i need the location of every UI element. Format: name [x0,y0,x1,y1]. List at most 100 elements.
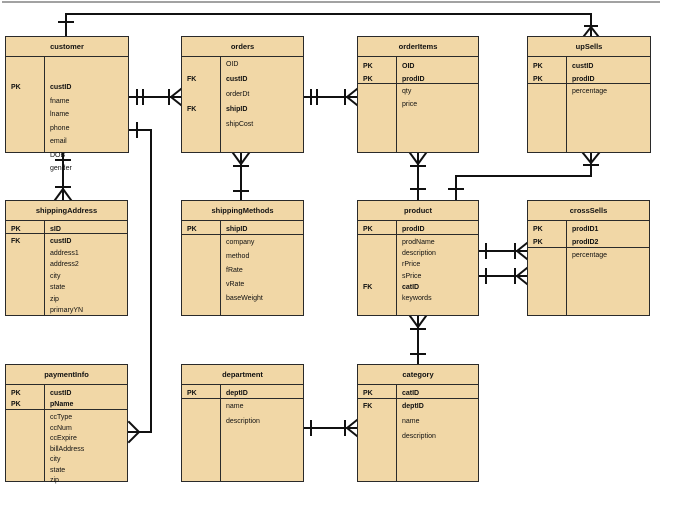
attribute: city [50,456,61,463]
attribute: state [50,284,66,291]
attribute: prodID [572,76,595,83]
attribute: name [402,418,420,425]
key-label: FK [187,76,197,83]
crowfoot [581,151,601,165]
crowfoot [53,187,73,202]
key-label: PK [11,226,21,233]
attribute: custID [50,238,72,245]
crowfoot [408,314,428,329]
attribute: catID [402,283,420,291]
key-section-divider [6,233,127,234]
attribute: prodID1 [572,226,599,233]
attribute: OID [402,63,415,70]
key-label: PK [11,400,21,408]
key-column-divider [396,220,397,315]
attribute: description [402,250,436,258]
key-label: FK [363,283,373,291]
attribute: fRate [226,267,243,274]
connector-upsells-product [455,152,592,201]
key-section-divider [528,247,649,248]
crowfoot [127,420,141,444]
attribute: sID [50,226,61,233]
entity-title: category [358,365,478,385]
key-label: PK [187,390,197,397]
crowfoot [408,151,428,166]
attribute: ccType [50,414,73,421]
key-column-divider [566,56,567,152]
key-section-divider [182,234,303,235]
crowfoot [345,87,359,107]
attribute: rPrice [402,261,421,269]
attribute: billAddress [50,445,85,453]
key-column-divider [220,56,221,152]
key-section-divider [528,83,650,84]
attribute: primaryYN [50,307,84,314]
attribute: address2 [50,261,79,268]
key-column-divider [566,220,567,315]
key-section-divider [182,398,303,399]
attribute: custID [50,390,72,397]
attribute: description [226,418,260,425]
attribute: DOB [50,151,66,159]
attribute: custID [226,76,248,83]
key-label: PK [533,239,543,246]
key-section-divider [358,234,478,235]
key-section-divider [6,409,127,410]
attribute: shipID [226,226,248,233]
key-label: PK [533,226,543,233]
attribute: shipCost [226,121,254,128]
key-column-divider [220,384,221,481]
attribute: prodName [402,239,435,246]
attribute: percentage [572,252,608,259]
key-column-divider [220,220,221,315]
attribute: city [50,272,61,280]
key-column-divider [44,384,45,481]
attribute: OID [226,61,239,68]
key-label: PK [363,63,373,70]
entity-title: paymentInfo [6,365,127,385]
crowfoot [515,241,529,261]
attribute: sPrice [402,272,422,280]
key-label: PK [11,84,21,91]
key-label: PK [363,76,373,83]
entity-title: crossSells [528,201,649,221]
key-column-divider [396,384,397,481]
key-label: PK [533,63,543,70]
connector-customer-upsells [65,13,592,37]
connectors [53,13,601,444]
crowfoot [169,87,183,107]
entity-title: upSells [528,37,650,57]
attribute: zip [50,295,59,303]
attribute: deptID [402,403,424,410]
crowfoot [515,266,529,286]
crowfoot [582,25,600,38]
key-label: PK [187,226,197,233]
attribute: prodID [402,76,425,83]
attribute: name [226,403,244,410]
attribute: fname [50,97,70,105]
attribute: pName [50,400,74,408]
key-section-divider [358,83,478,84]
key-label: FK [363,403,373,410]
attribute: custID [50,84,72,91]
